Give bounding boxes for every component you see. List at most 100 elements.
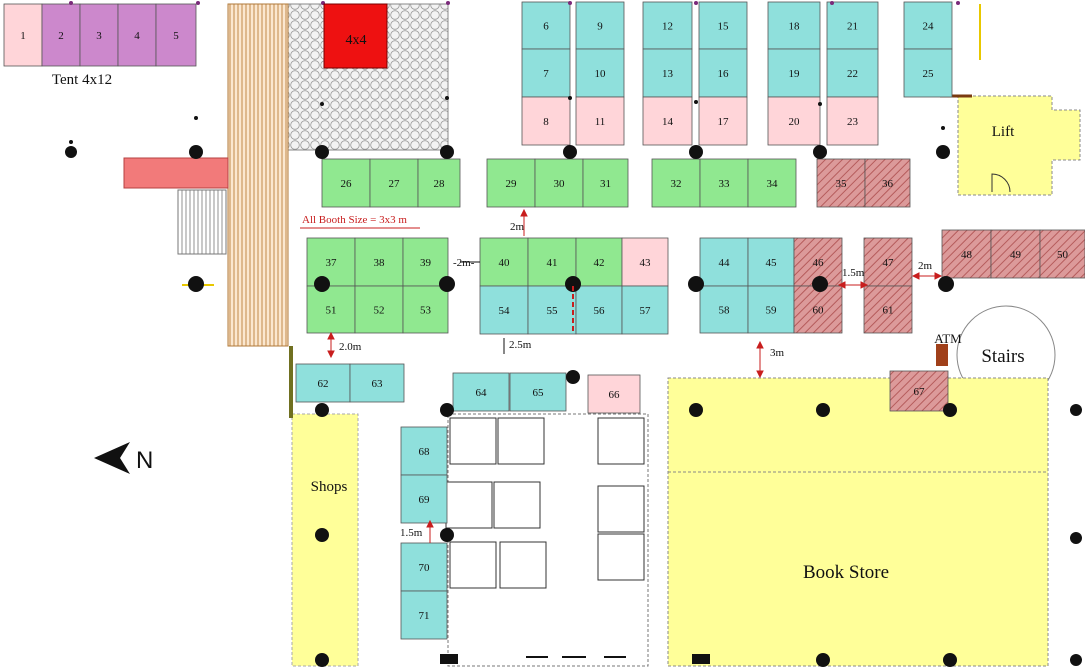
- spacing-indicators: [327, 208, 943, 543]
- booth-8-label: 8: [543, 116, 549, 128]
- booth-61[interactable]: [863, 285, 913, 334]
- booth-60-label: 60: [813, 305, 825, 317]
- booth-20[interactable]: [767, 96, 821, 146]
- pillar-24: [1070, 532, 1082, 544]
- booth-64[interactable]: [452, 372, 510, 412]
- booth-37-label: 37: [326, 257, 338, 269]
- booth-24[interactable]: [903, 1, 953, 50]
- booth-7[interactable]: [521, 48, 571, 98]
- booth-10[interactable]: [575, 48, 625, 98]
- booth-35[interactable]: [816, 158, 866, 208]
- booth-46-label: 46: [813, 257, 825, 269]
- booth-59[interactable]: [747, 285, 795, 334]
- booth-62[interactable]: [295, 363, 351, 403]
- booth-43-label: 43: [640, 257, 652, 269]
- booth-22[interactable]: [826, 48, 879, 98]
- booth-4[interactable]: [117, 3, 157, 67]
- spacing-label-8: 1.5m: [400, 527, 423, 539]
- booth-69[interactable]: [400, 474, 448, 524]
- booth-60[interactable]: [793, 285, 843, 334]
- booth-43[interactable]: [621, 237, 669, 287]
- booth-28[interactable]: [417, 158, 461, 208]
- booth-16[interactable]: [698, 48, 748, 98]
- booth-29[interactable]: [486, 158, 536, 208]
- booth-71[interactable]: [400, 590, 448, 640]
- booth-8[interactable]: [521, 96, 571, 146]
- pillar-6: [689, 145, 703, 159]
- booth-51[interactable]: [306, 285, 356, 334]
- booth-37[interactable]: [306, 237, 356, 287]
- bottom-markers: [440, 654, 710, 664]
- booth-36-label: 36: [882, 178, 894, 190]
- booth-5[interactable]: [155, 3, 197, 67]
- table-1: [449, 417, 497, 465]
- booth-26[interactable]: [321, 158, 371, 208]
- pillar-37: [941, 126, 945, 130]
- booth-18[interactable]: [767, 1, 821, 50]
- pillar-4: [440, 145, 454, 159]
- spacing-label-2: -2m-: [453, 257, 475, 269]
- booth-15[interactable]: [698, 1, 748, 50]
- booth-65[interactable]: [509, 372, 567, 412]
- booth-11[interactable]: [575, 96, 625, 146]
- booth-24-label: 24: [923, 21, 935, 33]
- booth-4x4[interactable]: [323, 3, 388, 69]
- booth-48[interactable]: [941, 229, 992, 279]
- booth-41-label: 41: [547, 257, 558, 269]
- booth-36[interactable]: [864, 158, 911, 208]
- booth-66[interactable]: [587, 374, 641, 414]
- booth-67[interactable]: [889, 370, 949, 412]
- booth-68[interactable]: [400, 426, 448, 476]
- booth-47-label: 47: [883, 257, 895, 269]
- booth-3[interactable]: [79, 3, 119, 67]
- booth-14[interactable]: [642, 96, 693, 146]
- booth-54[interactable]: [479, 285, 529, 335]
- stairs-label: Stairs: [981, 346, 1024, 367]
- pillar-27: [943, 653, 957, 667]
- pillar-layer: [65, 96, 1082, 667]
- booth-26-label: 26: [341, 178, 353, 190]
- booth-58-label: 58: [719, 305, 731, 317]
- booth-27[interactable]: [369, 158, 419, 208]
- booth-44[interactable]: [699, 237, 749, 287]
- booth-56[interactable]: [575, 285, 623, 335]
- booth-2[interactable]: [41, 3, 81, 67]
- booth-34[interactable]: [747, 158, 797, 208]
- booth-63[interactable]: [349, 363, 405, 403]
- booth-45-label: 45: [766, 257, 778, 269]
- booth-57[interactable]: [621, 285, 669, 335]
- booth-70[interactable]: [400, 542, 448, 592]
- booth-35-label: 35: [836, 178, 848, 190]
- booth-17[interactable]: [698, 96, 748, 146]
- booth-7-label: 7: [543, 68, 549, 80]
- booth-53[interactable]: [402, 285, 449, 334]
- booth-63-label: 63: [372, 378, 384, 390]
- pillar-2: [189, 145, 203, 159]
- booth-58[interactable]: [699, 285, 749, 334]
- booth-19[interactable]: [767, 48, 821, 98]
- booth-70-label: 70: [419, 562, 431, 574]
- booth-19-label: 19: [789, 68, 801, 80]
- table-9: [597, 533, 645, 581]
- booth-25[interactable]: [903, 48, 953, 98]
- booth-13[interactable]: [642, 48, 693, 98]
- booth-32[interactable]: [651, 158, 701, 208]
- booth-6[interactable]: [521, 1, 571, 50]
- booth-50[interactable]: [1039, 229, 1085, 279]
- booth-38[interactable]: [354, 237, 404, 287]
- booth-12[interactable]: [642, 1, 693, 50]
- spacing-label-1: 2m: [510, 221, 525, 233]
- booth-31[interactable]: [582, 158, 629, 208]
- booth-52-label: 52: [374, 305, 385, 317]
- booth-9-label: 9: [597, 21, 603, 33]
- booth-49[interactable]: [990, 229, 1041, 279]
- booth-17-label: 17: [718, 116, 730, 128]
- booth-55[interactable]: [527, 285, 577, 335]
- booth-47[interactable]: [863, 237, 913, 287]
- booth-51-label: 51: [326, 305, 337, 317]
- pillar-11: [439, 276, 455, 292]
- booth-33-label: 33: [719, 178, 731, 190]
- booth-23[interactable]: [826, 96, 879, 146]
- booth-45[interactable]: [747, 237, 795, 287]
- north-label: N: [136, 447, 153, 474]
